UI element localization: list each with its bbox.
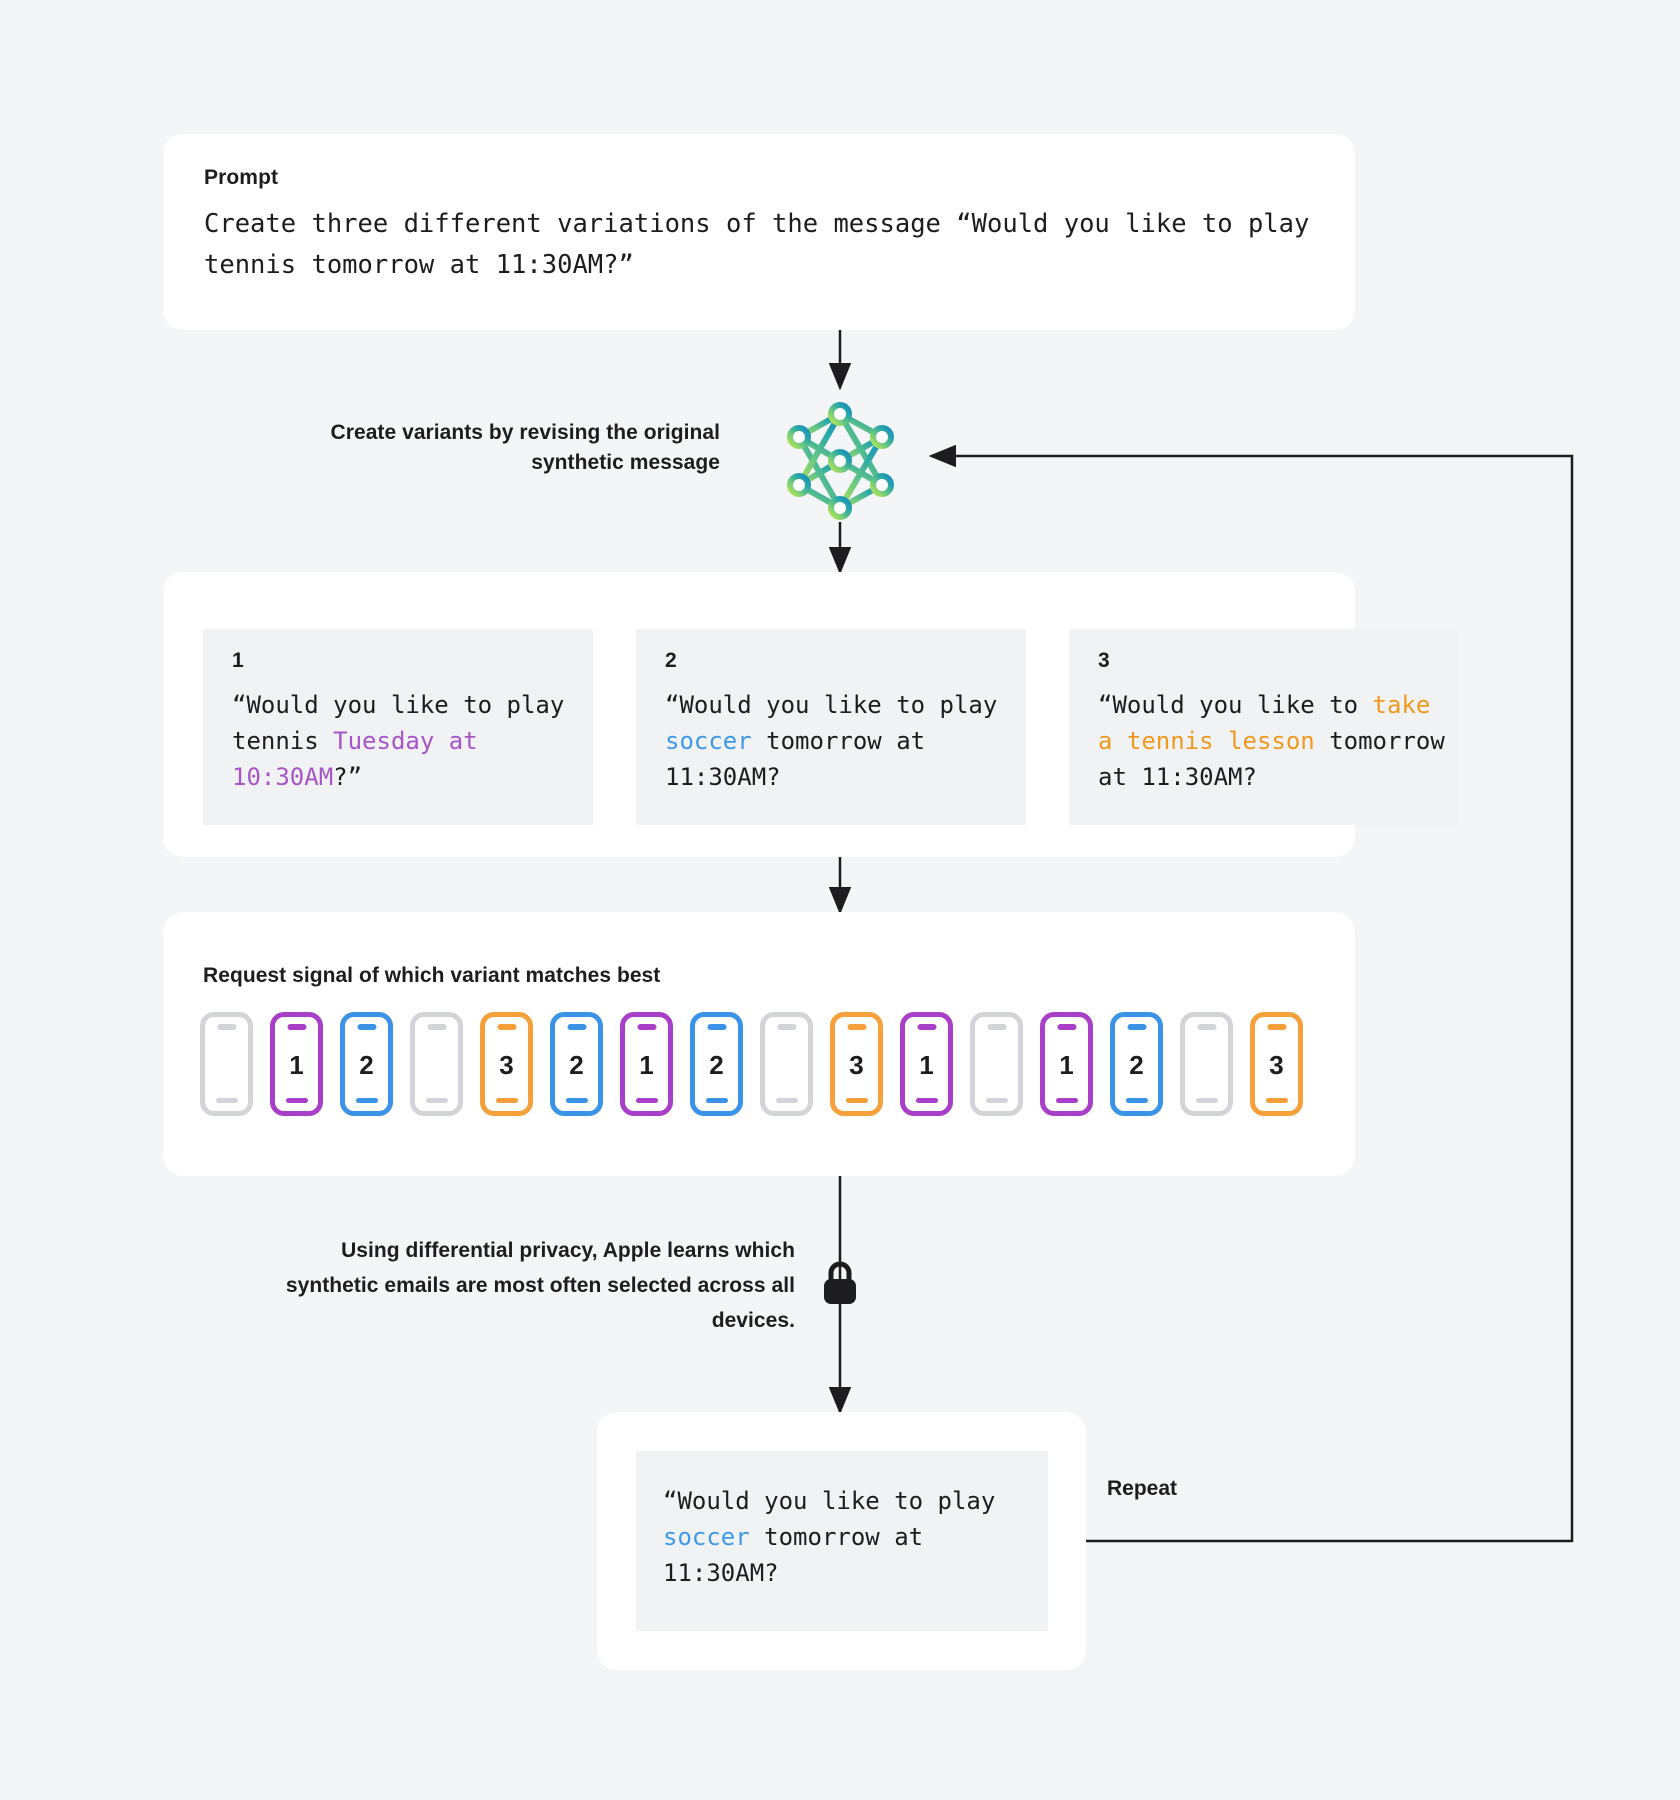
phone-choice-number: 2 [359, 1050, 374, 1080]
phone-home-indicator-icon [1125, 1098, 1148, 1103]
phone-notch-icon [1267, 1024, 1286, 1030]
phone-home-indicator-icon [775, 1098, 798, 1103]
phone-choice-number: 2 [709, 1050, 724, 1080]
lock-icon [824, 1261, 856, 1304]
phone-choice-number: 1 [289, 1050, 304, 1080]
result-text-suffix: tomorrow at 11:30AM? [663, 1523, 938, 1587]
phone-notch-icon [1057, 1024, 1076, 1030]
result-text: “Would you like to play soccer tomorrow … [663, 1483, 1023, 1591]
phone-home-indicator-icon [1055, 1098, 1078, 1103]
phone-selected-3: 3 [830, 1012, 883, 1116]
result-card: “Would you like to play soccer tomorrow … [636, 1451, 1048, 1631]
variant-text: “Would you like to play soccer tomorrow … [665, 687, 1013, 795]
result-text-highlight: soccer [663, 1523, 750, 1551]
variant-card-3: 3 “Would you like to take a tennis lesso… [1069, 629, 1459, 825]
signal-title: Request signal of which variant matches … [203, 964, 661, 987]
phone-home-indicator-icon [845, 1098, 868, 1103]
phone-selected-1: 1 [620, 1012, 673, 1116]
phone-selected-3: 3 [480, 1012, 533, 1116]
phone-notch-icon [427, 1024, 446, 1030]
phone-selected-1: 1 [900, 1012, 953, 1116]
phone-unselected [200, 1012, 253, 1116]
phone-home-indicator-icon [215, 1098, 238, 1103]
phone-home-indicator-icon [495, 1098, 518, 1103]
variant-text-highlight: Tuesday at 10:30AM [232, 727, 493, 791]
phone-selected-1: 1 [270, 1012, 323, 1116]
phone-notch-icon [1197, 1024, 1216, 1030]
phone-notch-icon [637, 1024, 656, 1030]
phone-unselected [410, 1012, 463, 1116]
phone-choice-number: 1 [1059, 1050, 1074, 1080]
phone-choice-number: 1 [919, 1050, 934, 1080]
phone-selected-3: 3 [1250, 1012, 1303, 1116]
variant-text-prefix: “Would you like to play [665, 691, 1012, 719]
phone-selected-2: 2 [550, 1012, 603, 1116]
phone-home-indicator-icon [1195, 1098, 1218, 1103]
variant-text-prefix: “Would you like to [1098, 691, 1373, 719]
variant-card-1: 1 “Would you like to play tennis Tuesday… [203, 629, 593, 825]
phone-notch-icon [287, 1024, 306, 1030]
phone-notch-icon [357, 1024, 376, 1030]
phone-unselected [970, 1012, 1023, 1116]
phone-home-indicator-icon [635, 1098, 658, 1103]
phone-home-indicator-icon [985, 1098, 1008, 1103]
phone-home-indicator-icon [285, 1098, 308, 1103]
phone-notch-icon [1127, 1024, 1146, 1030]
phone-choice-number: 3 [499, 1050, 514, 1080]
phone-notch-icon [497, 1024, 516, 1030]
variant-text-prefix: “Would you like to play tennis [232, 691, 579, 755]
variant-text: “Would you like to play tennis Tuesday a… [232, 687, 580, 795]
variant-text-suffix: tomorrow at 11:30AM? [665, 727, 940, 791]
phone-notch-icon [847, 1024, 866, 1030]
phone-unselected [1180, 1012, 1233, 1116]
variant-number: 3 [1098, 649, 1110, 672]
phone-home-indicator-icon [425, 1098, 448, 1103]
prompt-panel: Prompt Create three different variations… [163, 134, 1355, 330]
phone-notch-icon [777, 1024, 796, 1030]
prompt-label: Prompt [204, 166, 279, 189]
phone-notch-icon [917, 1024, 936, 1030]
prompt-text: Create three different variations of the… [204, 209, 1325, 280]
phone-home-indicator-icon [355, 1098, 378, 1103]
privacy-caption: Using differential privacy, Apple learns… [285, 1239, 795, 1332]
result-text-prefix: “Would you like to play [663, 1487, 1010, 1515]
phone-notch-icon [707, 1024, 726, 1030]
phone-choice-number: 2 [569, 1050, 584, 1080]
phone-selected-2: 2 [690, 1012, 743, 1116]
variant-text-highlight: take a tennis lesson [1098, 691, 1445, 755]
variant-number: 1 [232, 649, 244, 672]
phone-home-indicator-icon [1265, 1098, 1288, 1103]
variant-text-suffix: tomorrow at 11:30AM? [1098, 727, 1460, 791]
phone-selected-2: 2 [340, 1012, 393, 1116]
variant-number: 2 [665, 649, 677, 672]
variant-text-highlight: soccer [665, 727, 752, 755]
neural-network-icon [787, 402, 894, 520]
phone-selected-2: 2 [1110, 1012, 1163, 1116]
phone-notch-icon [987, 1024, 1006, 1030]
phone-choice-number: 3 [849, 1050, 864, 1080]
phone-notch-icon [567, 1024, 586, 1030]
phone-choice-number: 3 [1269, 1050, 1284, 1080]
phone-home-indicator-icon [915, 1098, 938, 1103]
phone-choice-number: 1 [639, 1050, 654, 1080]
phone-selected-1: 1 [1040, 1012, 1093, 1116]
variant-text: “Would you like to take a tennis lesson … [1098, 687, 1446, 795]
phone-row: 1 2 3 2 1 2 3 1 1 2 3 [200, 1012, 1330, 1122]
variant-text-suffix: ?” [333, 763, 363, 791]
phone-notch-icon [217, 1024, 236, 1030]
phone-unselected [760, 1012, 813, 1116]
phone-home-indicator-icon [705, 1098, 728, 1103]
repeat-label: Repeat [1107, 1477, 1178, 1500]
model-step-caption: Create variants by revising the original… [330, 421, 720, 474]
phone-choice-number: 2 [1129, 1050, 1144, 1080]
phone-home-indicator-icon [565, 1098, 588, 1103]
feedback-loop-path [928, 444, 1574, 1543]
variant-card-2: 2 “Would you like to play soccer tomorro… [636, 629, 1026, 825]
